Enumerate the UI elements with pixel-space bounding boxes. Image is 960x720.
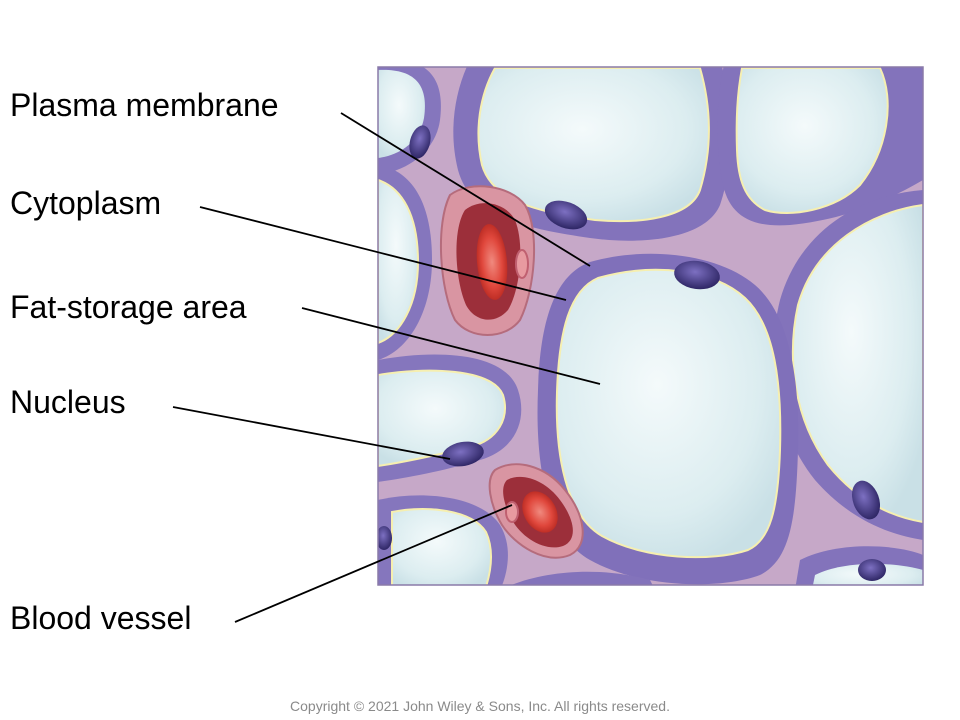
tissue-panel bbox=[378, 67, 923, 585]
nucleus-5 bbox=[851, 480, 881, 520]
leader-line-plasma-membrane bbox=[340, 112, 591, 267]
leader-line-nucleus bbox=[172, 406, 451, 460]
nucleus-4 bbox=[442, 441, 484, 467]
adipocyte-right bbox=[773, 190, 923, 540]
nucleus-6 bbox=[858, 559, 886, 581]
adipocyte-bottom-edge bbox=[378, 495, 508, 585]
nucleus-3 bbox=[674, 260, 720, 290]
leader-line-fat-storage-area bbox=[301, 307, 601, 385]
blood-vessel-lower bbox=[488, 463, 584, 559]
label-nucleus: Nucleus bbox=[10, 384, 126, 420]
nucleus-1 bbox=[409, 125, 431, 159]
leader-line-blood-vessel bbox=[234, 504, 513, 623]
label-fat-storage-area: Fat-storage area bbox=[10, 289, 247, 325]
copyright-notice: Copyright © 2021 John Wiley & Sons, Inc.… bbox=[290, 698, 670, 714]
tissue-panel-border bbox=[377, 66, 924, 586]
red-blood-cell-1 bbox=[476, 224, 508, 300]
label-cytoplasm: Cytoplasm bbox=[10, 185, 162, 221]
leader-line-cytoplasm bbox=[199, 206, 567, 301]
nucleus-7 bbox=[378, 526, 392, 550]
label-plasma-membrane: Plasma membrane bbox=[10, 87, 279, 123]
adipocyte-top-right bbox=[717, 67, 923, 226]
adipocyte-top-center bbox=[453, 67, 732, 241]
blood-vessel-upper bbox=[439, 185, 536, 336]
nucleus-2 bbox=[544, 200, 588, 230]
adipocyte-bottom-left bbox=[378, 354, 522, 482]
red-blood-cell-2 bbox=[515, 249, 529, 279]
red-blood-cell-3 bbox=[522, 491, 558, 533]
label-blood-vessel: Blood vessel bbox=[10, 600, 192, 636]
adipocyte-left bbox=[378, 165, 432, 360]
adipocyte-center-large bbox=[537, 253, 799, 585]
